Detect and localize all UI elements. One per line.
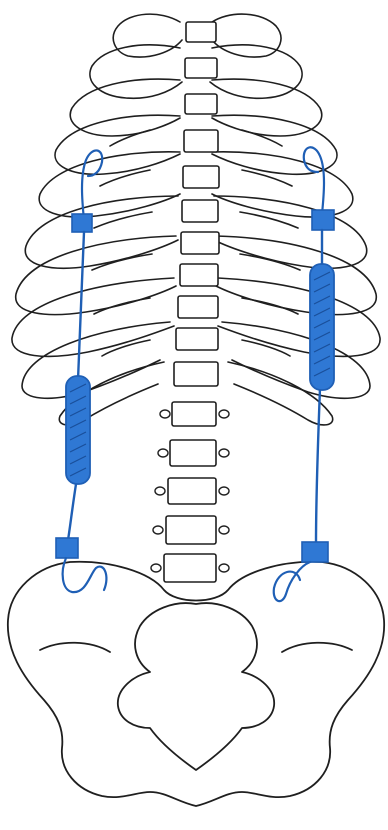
vertebra	[181, 232, 219, 254]
vertebra	[170, 440, 216, 466]
vertebra	[185, 94, 217, 114]
right-expansion-segment	[310, 264, 334, 390]
vertebra	[186, 22, 216, 42]
left-upper-connector	[72, 214, 92, 232]
right-lower-connector	[302, 542, 328, 562]
left-lower-connector	[56, 538, 78, 558]
vertebra	[168, 478, 216, 504]
vertebra	[180, 264, 218, 286]
vertebra	[172, 402, 216, 426]
vertebra	[183, 166, 219, 188]
vertebra	[178, 296, 218, 318]
left-expansion-segment	[66, 376, 90, 484]
vertebra	[176, 328, 218, 350]
vertebra	[164, 554, 216, 582]
vertebra	[182, 200, 218, 222]
vertebra	[174, 362, 218, 386]
vertebra	[185, 58, 217, 78]
vertebra	[166, 516, 216, 544]
right-upper-connector	[312, 210, 334, 230]
vertebra	[184, 130, 218, 152]
